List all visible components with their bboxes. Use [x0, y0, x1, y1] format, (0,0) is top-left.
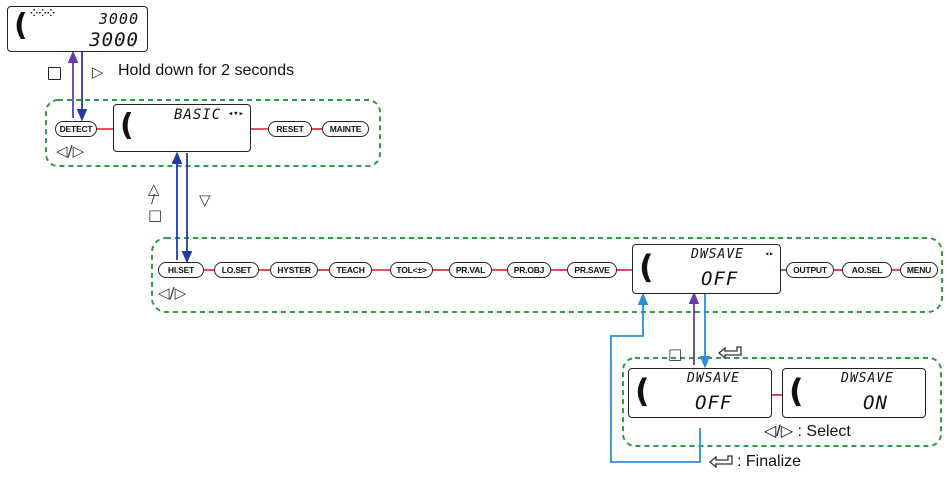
- pill-reset[interactable]: RESET: [268, 121, 312, 137]
- slash-separator: /: [151, 192, 156, 206]
- pill-ao-sel[interactable]: AO.SEL: [842, 262, 892, 278]
- pill-teach[interactable]: TEACH: [329, 262, 372, 278]
- run-value-top: 3000: [98, 10, 139, 28]
- left-right-keys-top: ◁/▷: [56, 142, 85, 160]
- square-key-icon: [48, 67, 61, 80]
- group-frame-basic: [151, 237, 943, 313]
- square-key-icon-lower: □: [148, 206, 163, 224]
- pill-hyster[interactable]: HYSTER: [270, 262, 318, 278]
- pill-lo-set[interactable]: LO.SET: [214, 262, 259, 278]
- hold-down-label: Hold down for 2 seconds: [118, 62, 295, 79]
- basic-display: ( BASIC ◂▾▸: [113, 104, 251, 152]
- group-frame-top: [45, 99, 381, 167]
- bar-arc-icon: (: [14, 8, 28, 43]
- select-on-line2: ON: [863, 392, 888, 414]
- dwsave-display-line2: OFF: [701, 268, 739, 290]
- pill-menu[interactable]: MENU: [900, 262, 938, 278]
- pill-hi-set[interactable]: HI.SET: [158, 262, 204, 278]
- group-frame-select: [622, 357, 942, 447]
- right-triangle-key-icon: ▷: [92, 63, 104, 81]
- pill-pr-obj[interactable]: PR.OBJ: [507, 262, 551, 278]
- dwsave-display-line1: DWSAVE: [691, 247, 744, 262]
- square-key-icon-mid: □: [668, 345, 683, 363]
- pill-output[interactable]: OUTPUT: [786, 262, 834, 278]
- up-triangle-key-icon: △: [148, 180, 160, 198]
- left-right-keys-basic: ◁/▷: [158, 284, 187, 302]
- select-off-line1: DWSAVE: [687, 371, 740, 386]
- basic-display-text: BASIC: [174, 107, 222, 123]
- dwsave-display: ( DWSAVE OFF ◂▸: [632, 244, 781, 294]
- pill-tol[interactable]: TOL<±>: [390, 262, 433, 278]
- dwsave-on-display: ( DWSAVE ON: [782, 368, 926, 418]
- pill-mainte[interactable]: MAINTE: [322, 121, 369, 137]
- segment-arc-icon: ⁘⁘⁘: [30, 8, 56, 19]
- pill-pr-val[interactable]: PR.VAL: [449, 262, 492, 278]
- run-display: ( ⁘⁘⁘ 3000 3000: [7, 6, 148, 52]
- bar-arc-icon: (: [789, 372, 804, 410]
- pill-pr-save[interactable]: PR.SAVE: [567, 262, 617, 278]
- dwsave-off-display: ( DWSAVE OFF: [628, 368, 772, 418]
- bar-arc-icon: (: [635, 372, 650, 410]
- down-triangle-key-icon: ▽: [199, 191, 211, 209]
- pill-detect[interactable]: DETECT: [55, 121, 97, 137]
- enter-key-icon-finalize: [708, 455, 733, 468]
- select-off-line2: OFF: [695, 392, 733, 414]
- navigation-arrows-icon: ◂▾▸: [227, 109, 244, 119]
- select-on-line1: DWSAVE: [841, 371, 894, 386]
- bar-arc-icon: (: [639, 248, 654, 286]
- run-value-bottom: 3000: [89, 29, 139, 51]
- bar-arc-icon: (: [120, 108, 134, 143]
- enter-key-icon: [717, 346, 742, 359]
- select-label: ◁/▷ : Select: [764, 423, 851, 440]
- finalize-label: : Finalize: [737, 453, 802, 470]
- navigation-arrows-icon: ◂▸: [764, 249, 774, 258]
